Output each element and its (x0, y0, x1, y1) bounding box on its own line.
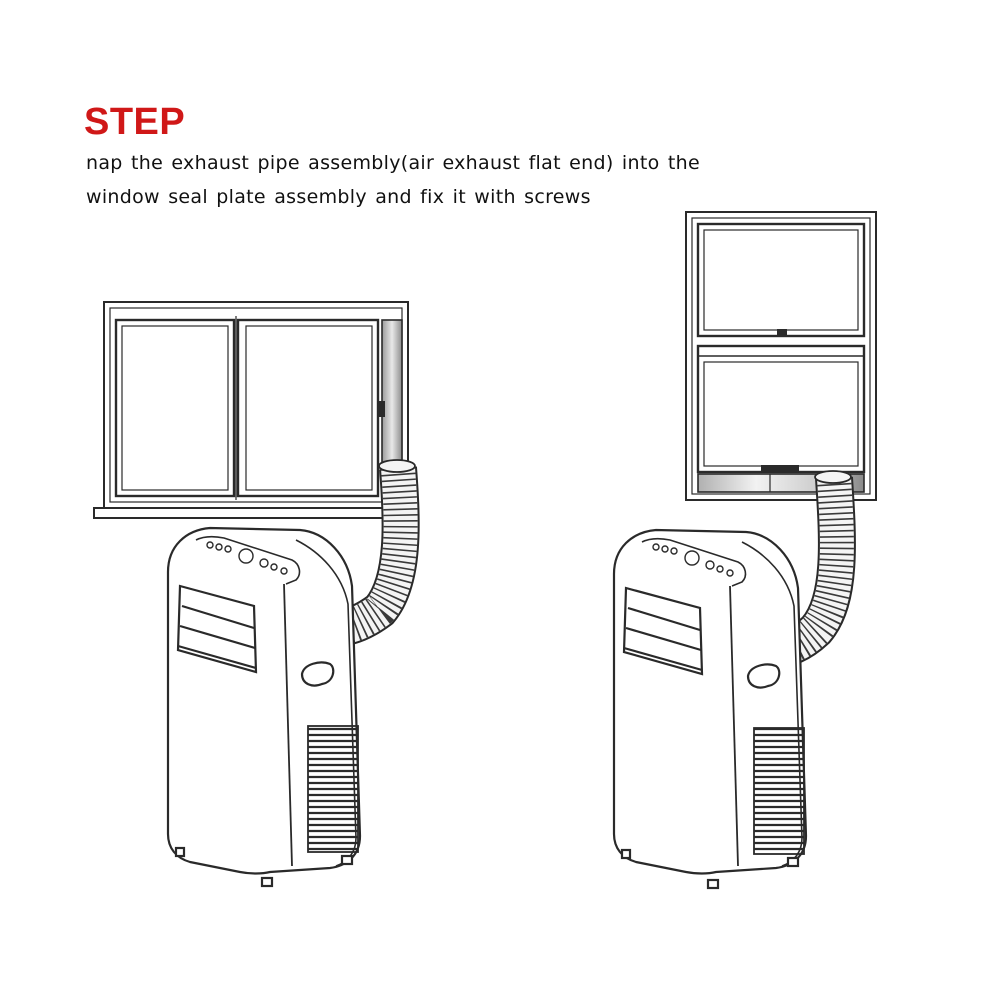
window-sill (93, 507, 419, 519)
sliding-window-figure (93, 301, 419, 519)
left-ac-grille (307, 725, 359, 853)
hung-window-figure (685, 211, 877, 501)
left-portable-ac (166, 526, 362, 888)
instruction-text: nap the exhaust pipe assembly(air exhaus… (86, 146, 726, 214)
instruction-line-2: window seal plate assembly and fix it wi… (86, 186, 591, 208)
right-ac-grille (753, 727, 805, 855)
hung-window-frame (685, 211, 877, 501)
left-sash (114, 318, 236, 498)
right-ac-handle (746, 663, 781, 689)
step-title: STEP (84, 101, 186, 143)
lower-sash (696, 344, 866, 474)
right-sash (236, 318, 380, 498)
instruction-line-1: nap the exhaust pipe assembly(air exhaus… (86, 152, 700, 174)
right-portable-ac (612, 528, 808, 890)
sliding-window-frame (103, 301, 409, 509)
upper-sash (696, 222, 866, 338)
left-ac-handle (300, 661, 335, 687)
